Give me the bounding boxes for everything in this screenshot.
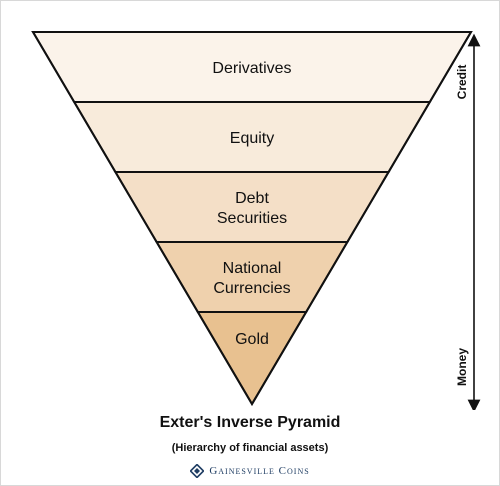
- diagram-title: Exter's Inverse Pyramid: [159, 414, 341, 431]
- money-label: Money: [455, 348, 469, 386]
- brand-name: Gainesville Coins: [209, 465, 310, 477]
- pyramid-band-5: [196, 311, 308, 406]
- pyramid-level-label-line: Securities: [217, 210, 287, 227]
- pyramid-level-label-5: Gold: [235, 331, 269, 348]
- brand-logo: Gainesville Coins: [0, 464, 500, 478]
- credit-label: Credit: [455, 65, 469, 100]
- pyramid-level-label-1: Derivatives: [212, 60, 291, 77]
- pyramid-level-label-line: Derivatives: [212, 60, 291, 77]
- gainesville-coins-logo-icon: [190, 464, 205, 478]
- pyramid-level-label-line: Gold: [235, 331, 269, 348]
- pyramid-level-label-line: Equity: [230, 130, 274, 147]
- diagram-subtitle: (Hierarchy of financial assets): [171, 442, 329, 454]
- pyramid-level-label-line: National: [223, 260, 282, 277]
- pyramid-band-3: [113, 171, 391, 243]
- pyramid-level-label-2: Equity: [230, 130, 274, 147]
- pyramid-bands: [31, 31, 473, 406]
- pyramid-level-label-line: Currencies: [213, 280, 290, 297]
- pyramid-outline: [31, 31, 473, 406]
- pyramid-band-4: [154, 241, 350, 313]
- pyramid-level-label-line: Debt: [235, 190, 269, 207]
